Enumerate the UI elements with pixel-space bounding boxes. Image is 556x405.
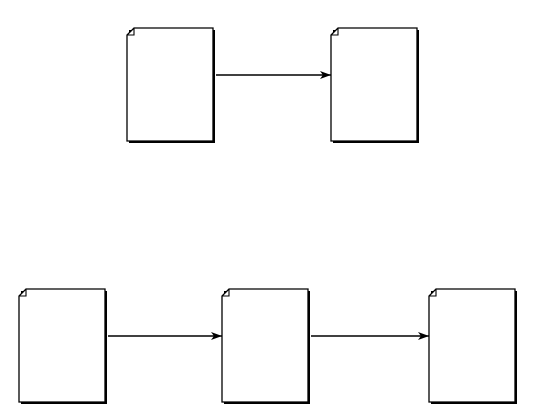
document-page [127,28,213,141]
document-icon [429,289,517,404]
document-icon [331,28,419,143]
document-page [19,289,105,402]
document-layer [19,28,517,404]
document-icon [222,289,310,404]
document-icon [19,289,107,404]
document-icon [127,28,215,143]
document-page [222,289,308,402]
document-page [429,289,515,402]
document-page [331,28,417,141]
